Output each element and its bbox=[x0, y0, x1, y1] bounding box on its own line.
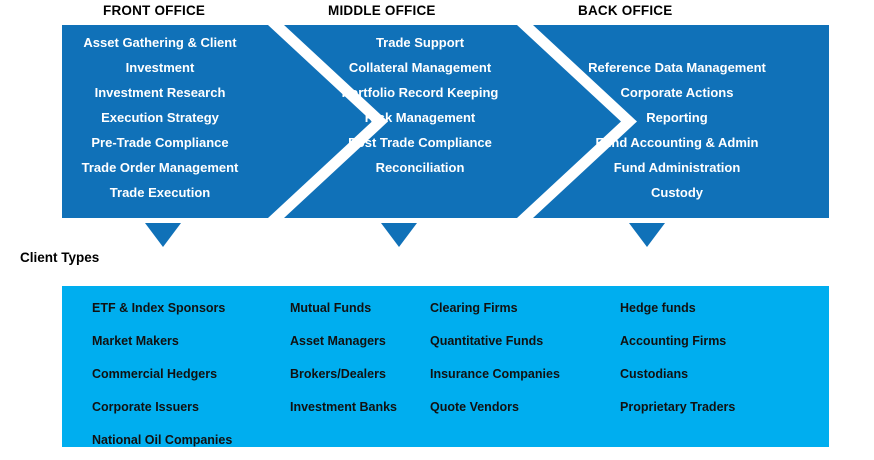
client-type-item: Corporate Issuers bbox=[92, 400, 199, 414]
client-type-item: Proprietary Traders bbox=[620, 400, 736, 414]
client-types-label: Client Types bbox=[20, 250, 100, 265]
stage-header-front-office: FRONT OFFICE bbox=[103, 3, 206, 18]
front-office-item: Trade Execution bbox=[109, 185, 211, 200]
back-office-item-list: Reference Data Management Corporate Acti… bbox=[552, 55, 802, 205]
client-types-box: ETF & Index Sponsors Market Makers Comme… bbox=[62, 286, 829, 447]
middle-office-item: Collateral Management bbox=[348, 60, 492, 75]
triangle-down-icon-front-office bbox=[145, 223, 181, 247]
front-office-item: Execution Strategy bbox=[101, 110, 219, 125]
client-type-item: ETF & Index Sponsors bbox=[92, 301, 226, 315]
middle-office-item: Risk Management bbox=[364, 110, 476, 125]
client-types-column-2: Mutual Funds Asset Managers Brokers/Deal… bbox=[290, 292, 397, 424]
back-office-item: Fund Administration bbox=[613, 160, 741, 175]
front-office-item: Trade Order Management bbox=[81, 160, 239, 175]
triangle-down-icon-back-office bbox=[629, 223, 665, 247]
back-office-item: Custody bbox=[651, 185, 703, 200]
triangle-down-icon-middle-office bbox=[381, 223, 417, 247]
stage-header-back-office: BACK OFFICE bbox=[578, 3, 673, 18]
client-type-item: Quantitative Funds bbox=[430, 334, 544, 348]
middle-office-item: Trade Support bbox=[375, 35, 465, 50]
stage-header-middle-office: MIDDLE OFFICE bbox=[328, 3, 436, 18]
back-office-item: Reporting bbox=[646, 110, 708, 125]
front-office-item-list: Asset Gathering & Client Investment Inve… bbox=[62, 30, 258, 205]
chevron-shapes bbox=[62, 25, 829, 218]
front-office-item: Asset Gathering & Client bbox=[83, 35, 237, 50]
client-type-item: National Oil Companies bbox=[92, 433, 233, 447]
client-type-item: Brokers/Dealers bbox=[290, 367, 386, 381]
front-office-item: Investment Research bbox=[94, 85, 226, 100]
chevron-middle-office[interactable] bbox=[284, 25, 621, 218]
front-office-item: Investment bbox=[125, 60, 195, 75]
front-office-item: Pre-Trade Compliance bbox=[91, 135, 229, 150]
client-type-item: Asset Managers bbox=[290, 334, 386, 348]
client-type-item: Insurance Companies bbox=[430, 367, 560, 381]
client-type-item: Hedge funds bbox=[620, 301, 696, 315]
client-type-item: Accounting Firms bbox=[620, 334, 727, 348]
middle-office-item: Post Trade Compliance bbox=[348, 135, 492, 150]
client-type-item: Commercial Hedgers bbox=[92, 367, 218, 381]
back-office-item: Fund Accounting & Admin bbox=[595, 135, 759, 150]
client-type-item: Market Makers bbox=[92, 334, 179, 348]
client-types-column-1: ETF & Index Sponsors Market Makers Comme… bbox=[92, 292, 232, 457]
client-type-item: Custodians bbox=[620, 367, 689, 381]
client-type-item: Mutual Funds bbox=[290, 301, 372, 315]
middle-office-item: Portfolio Record Keeping bbox=[341, 85, 499, 100]
process-chevron-band: Asset Gathering & Client Investment Inve… bbox=[62, 25, 829, 218]
chevron-back-office[interactable] bbox=[533, 25, 829, 218]
middle-office-item-list: Trade Support Collateral Management Port… bbox=[310, 30, 530, 180]
back-office-item: Corporate Actions bbox=[620, 85, 734, 100]
client-type-item: Clearing Firms bbox=[430, 301, 518, 315]
client-types-column-3: Clearing Firms Quantitative Funds Insura… bbox=[430, 292, 560, 424]
client-types-column-4: Hedge funds Accounting Firms Custodians … bbox=[620, 292, 735, 424]
client-type-item: Quote Vendors bbox=[430, 400, 519, 414]
middle-office-item: Reconciliation bbox=[375, 160, 465, 175]
back-office-item: Reference Data Management bbox=[588, 60, 766, 75]
client-type-item: Investment Banks bbox=[290, 400, 397, 414]
chevron-front-office[interactable] bbox=[62, 25, 372, 218]
